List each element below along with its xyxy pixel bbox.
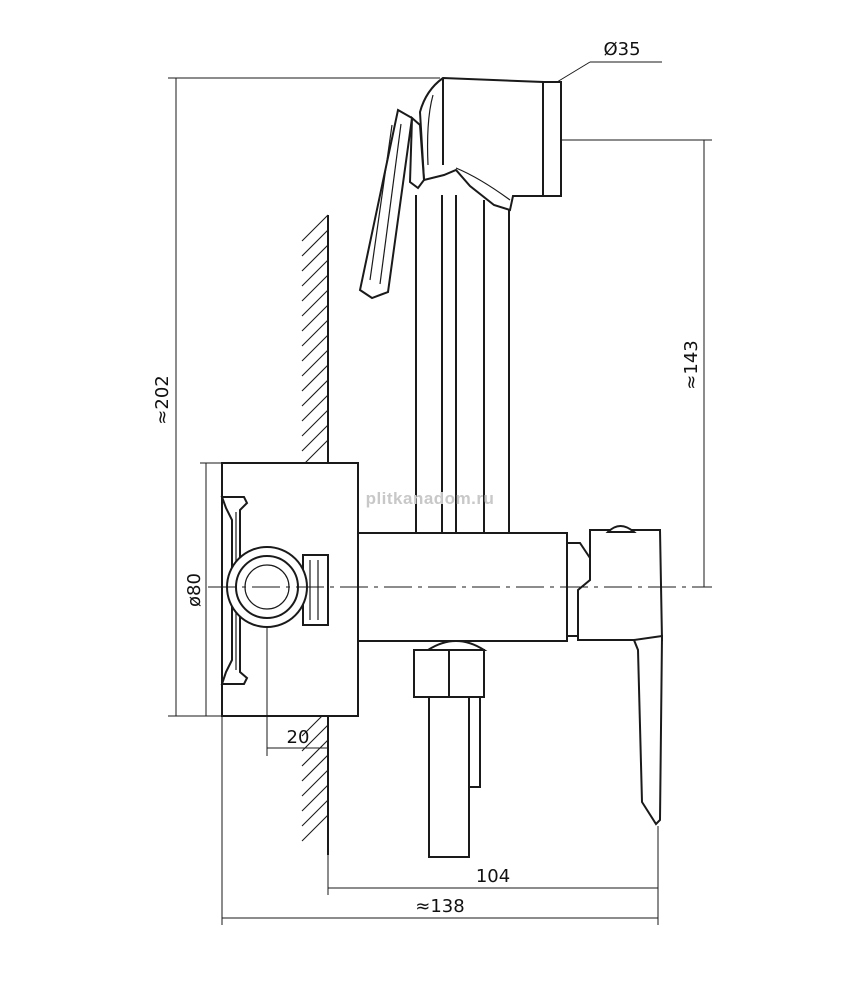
hatch-stroke bbox=[301, 739, 329, 767]
dim-label-202: ≈202 bbox=[152, 375, 173, 424]
hose-side-strip bbox=[468, 696, 481, 788]
wall-hatching bbox=[301, 214, 329, 842]
dim-depth-138: ≈138 bbox=[221, 716, 659, 925]
hatch-stroke bbox=[301, 304, 329, 332]
dim-label-80: ø80 bbox=[184, 573, 205, 607]
dim-label-35: Ø35 bbox=[603, 39, 640, 60]
hatch-stroke bbox=[301, 334, 329, 362]
dim-label-104: 104 bbox=[476, 866, 510, 887]
hatch-stroke bbox=[301, 394, 329, 422]
hatch-stroke bbox=[301, 289, 329, 317]
hatch-stroke bbox=[301, 724, 329, 752]
hatch-stroke bbox=[301, 364, 329, 392]
hatch-stroke bbox=[301, 754, 329, 782]
trigger-hinge bbox=[408, 115, 426, 190]
dim-label-143: ≈143 bbox=[681, 340, 702, 389]
hatch-stroke bbox=[301, 424, 329, 452]
hatch-stroke bbox=[301, 229, 329, 257]
dim-label-20: 20 bbox=[287, 727, 310, 748]
dim-label-138: ≈138 bbox=[415, 896, 464, 917]
dim-total-height: ≈202 bbox=[152, 77, 440, 717]
hand-shower-head bbox=[358, 76, 562, 300]
hatch-stroke bbox=[301, 799, 329, 827]
hatch-stroke bbox=[301, 379, 329, 407]
mixer-body bbox=[357, 525, 664, 826]
shower-rod bbox=[415, 195, 510, 533]
outlet-connection bbox=[413, 640, 488, 858]
hatch-stroke bbox=[301, 274, 329, 302]
hatch-stroke bbox=[301, 409, 329, 437]
hatch-stroke bbox=[301, 439, 329, 467]
shower-head-nozzle bbox=[542, 81, 562, 197]
hatch-stroke bbox=[301, 784, 329, 812]
dim-head-height: ≈143 bbox=[561, 139, 712, 587]
hose-lower bbox=[428, 696, 470, 858]
watermark: plitkanadom.ru bbox=[366, 489, 495, 508]
hatch-stroke bbox=[301, 214, 329, 242]
hatch-stroke bbox=[301, 349, 329, 377]
shower-head-body bbox=[418, 76, 544, 212]
shower-trigger bbox=[358, 108, 414, 300]
dim-offset-20: 20 bbox=[266, 628, 328, 756]
lever-base bbox=[577, 529, 664, 641]
dim-flange-diameter: ø80 bbox=[184, 462, 222, 716]
hatch-stroke bbox=[301, 769, 329, 797]
dim-nozzle-diameter: Ø35 bbox=[556, 39, 662, 83]
outlet-dome bbox=[424, 640, 488, 651]
hatch-stroke bbox=[301, 244, 329, 272]
hatch-stroke bbox=[301, 319, 329, 347]
lever-handle bbox=[632, 634, 664, 826]
hatch-stroke bbox=[301, 259, 329, 287]
hatch-stroke bbox=[301, 814, 329, 842]
lever-top-knob bbox=[605, 525, 637, 533]
dim-depth-104: 104 bbox=[327, 826, 659, 895]
